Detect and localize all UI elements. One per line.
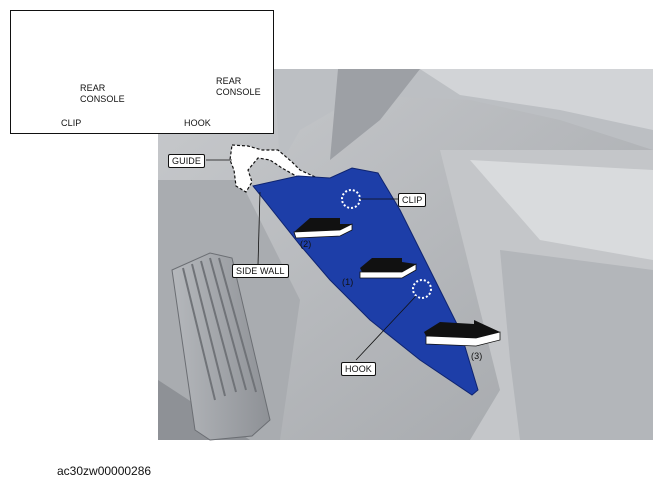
arrow-1 bbox=[359, 258, 417, 279]
step-3-label: (3) bbox=[471, 351, 483, 361]
guide-outline bbox=[229, 144, 328, 193]
accelerator-pedal bbox=[171, 252, 271, 441]
label-side-wall: SIDE WALL bbox=[232, 264, 289, 278]
step-1-label: (1) bbox=[342, 277, 354, 287]
figure-caption: ac30zw00000286 bbox=[57, 464, 152, 478]
inset-hook-note-line2: CONSOLE bbox=[216, 87, 261, 97]
inset-clip-title: CLIP bbox=[61, 118, 82, 128]
arrow-2 bbox=[293, 218, 353, 239]
label-guide: GUIDE bbox=[168, 154, 206, 168]
inset-clip-note-line2: CONSOLE bbox=[80, 94, 125, 104]
hook-marker bbox=[412, 279, 432, 299]
inset-detail-frame bbox=[10, 10, 274, 134]
step-2-label: (2) bbox=[300, 239, 312, 249]
label-hook: HOOK bbox=[341, 362, 376, 376]
label-clip: CLIP bbox=[398, 193, 427, 207]
inset-hook-note-line1: REAR bbox=[216, 76, 242, 86]
arrow-3 bbox=[424, 320, 501, 347]
leader-lines bbox=[206, 159, 417, 361]
inset-hook-title: HOOK bbox=[184, 118, 211, 128]
inset-clip-note-line1: REAR bbox=[80, 83, 106, 93]
